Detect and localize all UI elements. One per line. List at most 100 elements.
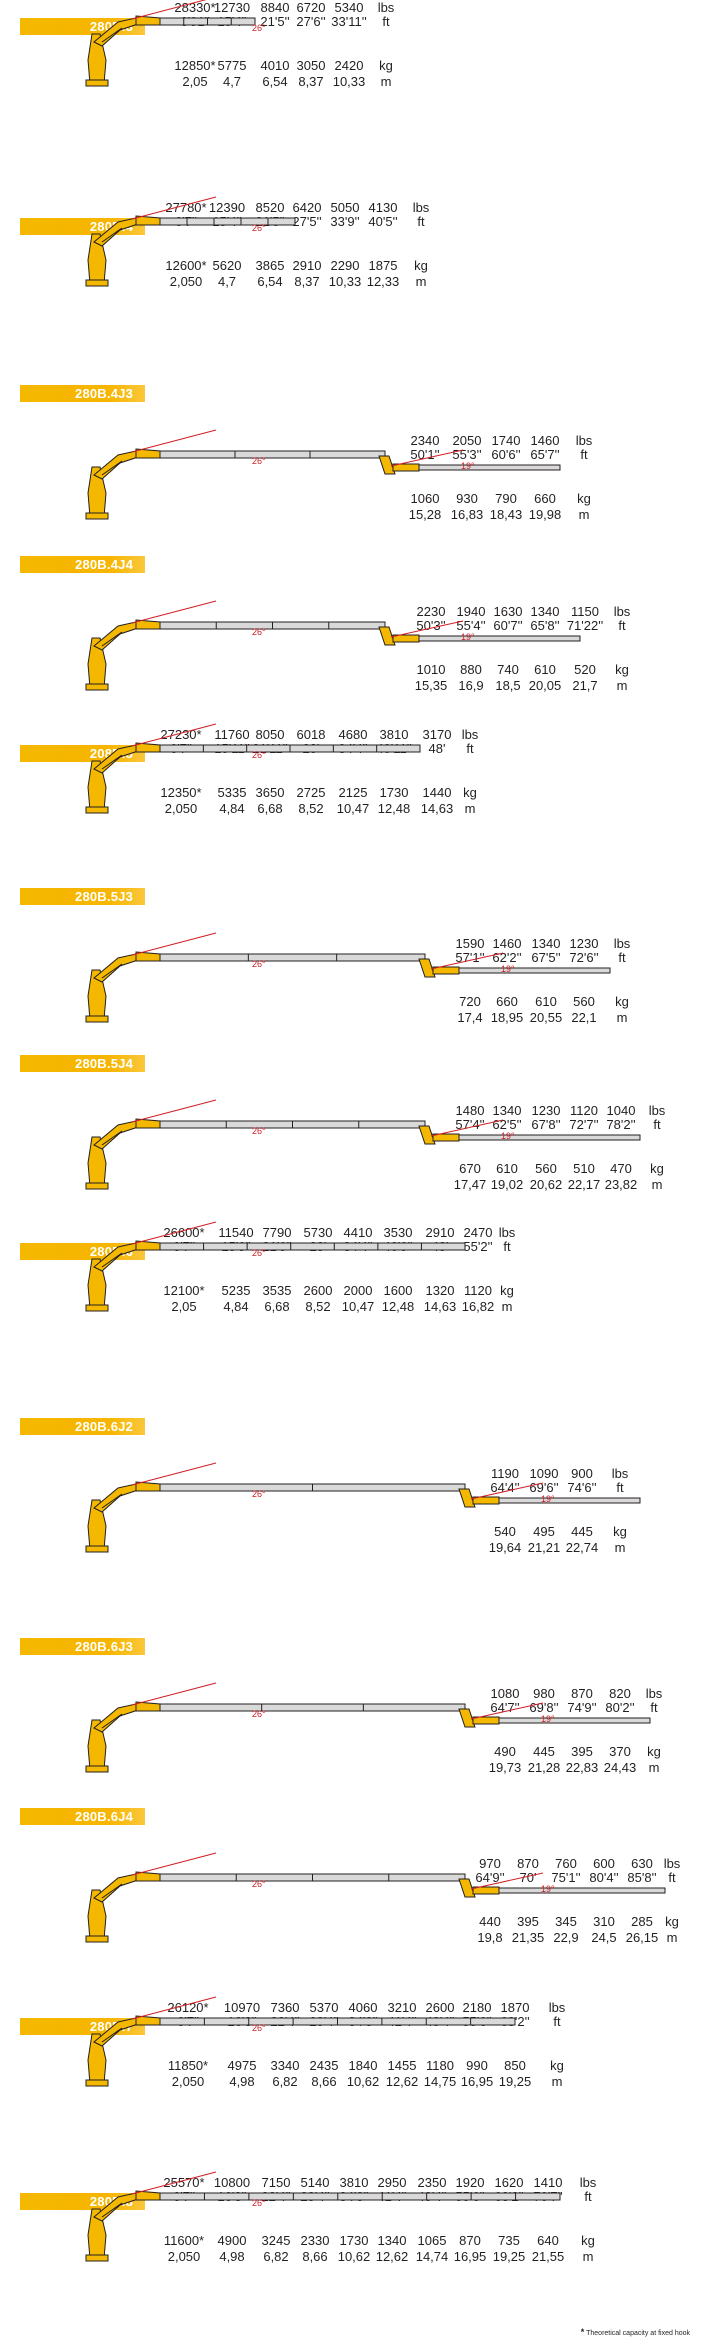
unit-m: m bbox=[501, 1299, 513, 1314]
extension-sections bbox=[159, 1703, 466, 1712]
unit-ft: ft bbox=[668, 1870, 676, 1885]
crane-diagram bbox=[85, 1221, 466, 1312]
value-kg: 990 bbox=[466, 2058, 488, 2073]
crane-diagram bbox=[85, 196, 296, 287]
value-kg: 12850* bbox=[174, 58, 216, 73]
unit-ft: ft bbox=[584, 2189, 592, 2204]
boom-cylinder bbox=[101, 2202, 123, 2218]
value-lbs: 2950 bbox=[377, 2175, 407, 2190]
value-lbs: 7790 bbox=[262, 1225, 292, 1240]
value-lbs: 1620 bbox=[494, 2175, 524, 2190]
value-ft: 33'9'' bbox=[330, 214, 360, 229]
jib-angle-label: 19° bbox=[541, 1494, 555, 1504]
value-m: 6,54 bbox=[257, 274, 283, 289]
unit-lbs: lbs bbox=[648, 1103, 666, 1118]
unit-kg: kg bbox=[550, 2058, 564, 2073]
value-m: 6,54 bbox=[262, 74, 288, 89]
jib-angle-line bbox=[470, 1872, 544, 1890]
boom-angle-line bbox=[131, 1099, 217, 1123]
jib-knuckle bbox=[458, 1878, 476, 1898]
boom-cylinder bbox=[101, 1252, 123, 1268]
value-kg: 610 bbox=[535, 994, 557, 1009]
value-m: 21,55 bbox=[531, 2249, 565, 2264]
unit-m: m bbox=[666, 1930, 678, 1945]
value-m: 4,7 bbox=[217, 274, 237, 289]
value-lbs: 26600* bbox=[163, 1225, 205, 1240]
value-lbs: 1230 bbox=[569, 936, 599, 951]
jib-knuckle bbox=[378, 626, 396, 646]
value-lbs: 10800 bbox=[213, 2175, 251, 2190]
jib-knuckle bbox=[458, 1708, 476, 1728]
value-lbs: 2350 bbox=[417, 2175, 447, 2190]
unit-ft: ft bbox=[580, 447, 588, 462]
jib-angle-line bbox=[470, 1702, 544, 1720]
value-lbs: 1480 bbox=[455, 1103, 485, 1118]
value-kg: 490 bbox=[494, 1744, 516, 1759]
unit-ft: ft bbox=[618, 618, 626, 633]
unit-ft: ft bbox=[616, 1480, 624, 1495]
boom-cylinder bbox=[101, 27, 123, 43]
crane-base bbox=[85, 1182, 109, 1190]
crane-diagram bbox=[85, 1852, 666, 1943]
jib-angle-label: 19° bbox=[501, 964, 515, 974]
unit-ft: ft bbox=[382, 14, 390, 29]
value-lbs: 1340 bbox=[492, 1103, 522, 1118]
value-ft: 72'7'' bbox=[569, 1117, 599, 1132]
unit-kg: kg bbox=[615, 662, 629, 677]
unit-lbs: lbs bbox=[498, 1225, 516, 1240]
crane-base bbox=[85, 1545, 109, 1553]
unit-m: m bbox=[415, 274, 427, 289]
model-badge: 280B.6J2 bbox=[20, 1418, 145, 1435]
value-m: 8,37 bbox=[298, 74, 324, 89]
value-m: 14,74 bbox=[415, 2249, 449, 2264]
unit-m: m bbox=[464, 801, 476, 816]
value-ft: 80'2'' bbox=[605, 1700, 635, 1715]
jib-angle-label: 19° bbox=[461, 461, 475, 471]
jib-extensions bbox=[498, 1497, 641, 1504]
boom-angle-label: 26° bbox=[252, 2023, 266, 2033]
unit-m: m bbox=[616, 1010, 628, 1025]
jib-extensions bbox=[498, 1887, 666, 1894]
boom-angle-line bbox=[131, 1996, 217, 2020]
value-ft: 64'9'' bbox=[475, 1870, 505, 1885]
value-kg: 740 bbox=[497, 662, 519, 677]
boom-angle-line bbox=[131, 723, 217, 747]
value-kg: 610 bbox=[496, 1161, 518, 1176]
unit-kg: kg bbox=[613, 1524, 627, 1539]
value-ft: 67'5'' bbox=[531, 950, 561, 965]
value-kg: 1600 bbox=[383, 1283, 413, 1298]
value-m: 2,05 bbox=[171, 1299, 197, 1314]
crane-base bbox=[85, 1015, 109, 1023]
value-kg: 3865 bbox=[255, 258, 285, 273]
jib-root bbox=[472, 1496, 500, 1505]
boom-angle-label: 26° bbox=[252, 223, 266, 233]
boom-cylinder bbox=[101, 631, 123, 647]
value-lbs: 3810 bbox=[339, 2175, 369, 2190]
jib-angle-label: 19° bbox=[541, 1714, 555, 1724]
value-kg: 370 bbox=[609, 1744, 631, 1759]
value-m: 2,050 bbox=[169, 274, 203, 289]
unit-kg: kg bbox=[647, 1744, 661, 1759]
value-m: 19,8 bbox=[477, 1930, 503, 1945]
value-m: 12,48 bbox=[377, 801, 411, 816]
boom-cylinder bbox=[101, 227, 123, 243]
unit-lbs: lbs bbox=[412, 200, 430, 215]
boom-angle-line bbox=[131, 0, 207, 20]
value-kg: 520 bbox=[574, 662, 596, 677]
value-lbs: 600 bbox=[593, 1856, 615, 1871]
value-m: 16,95 bbox=[453, 2249, 487, 2264]
value-kg: 2435 bbox=[309, 2058, 339, 2073]
value-m: 6,82 bbox=[272, 2074, 298, 2089]
value-kg: 660 bbox=[534, 491, 556, 506]
model-badge: 280B.5J4 bbox=[20, 1055, 145, 1072]
jib-root bbox=[392, 463, 420, 472]
crane-diagram bbox=[85, 429, 561, 520]
boom-angle-line bbox=[131, 1221, 217, 1245]
value-kg: 345 bbox=[555, 1914, 577, 1929]
value-lbs: 1940 bbox=[456, 604, 486, 619]
jib-extensions bbox=[458, 967, 611, 974]
value-m: 12,33 bbox=[366, 274, 400, 289]
boom-angle-line bbox=[131, 196, 217, 220]
value-m: 19,98 bbox=[528, 507, 562, 522]
